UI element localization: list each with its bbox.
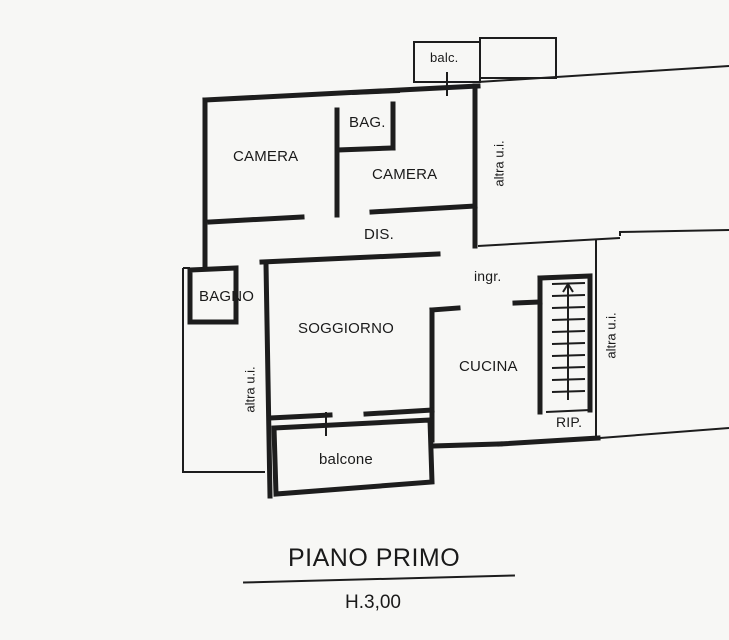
room-label-bagno: BAGNO <box>199 288 255 305</box>
room-label-bag: BAG. <box>349 114 386 131</box>
room-label-rip: RIP. <box>556 414 583 430</box>
door-openings <box>225 91 401 221</box>
room-label-altra-ui-left: altra u.i. <box>242 366 258 413</box>
room-label-camera-center: CAMERA <box>372 166 438 183</box>
floor-height: H.3,00 <box>345 592 401 613</box>
room-label-altra-ui-top: altra u.i. <box>491 140 507 187</box>
room-label-balcone: balcone <box>319 451 373 468</box>
bottom-balcony <box>271 412 435 497</box>
top-balcony <box>413 37 557 96</box>
room-label-camera-left: CAMERA <box>233 148 299 165</box>
room-label-cucina: CUCINA <box>459 358 518 375</box>
floor-title: PIANO PRIMO <box>288 544 461 572</box>
room-label-balc: balc. <box>430 50 459 65</box>
adjacent-units-outline <box>182 65 729 473</box>
room-label-dis: DIS. <box>364 226 394 243</box>
room-label-altra-ui-right: altra u.i. <box>603 312 619 359</box>
room-label-soggiorno: SOGGIORNO <box>298 320 394 337</box>
room-label-ingr: ingr. <box>474 268 502 284</box>
unit-walls <box>187 83 601 499</box>
staircase <box>551 282 586 400</box>
